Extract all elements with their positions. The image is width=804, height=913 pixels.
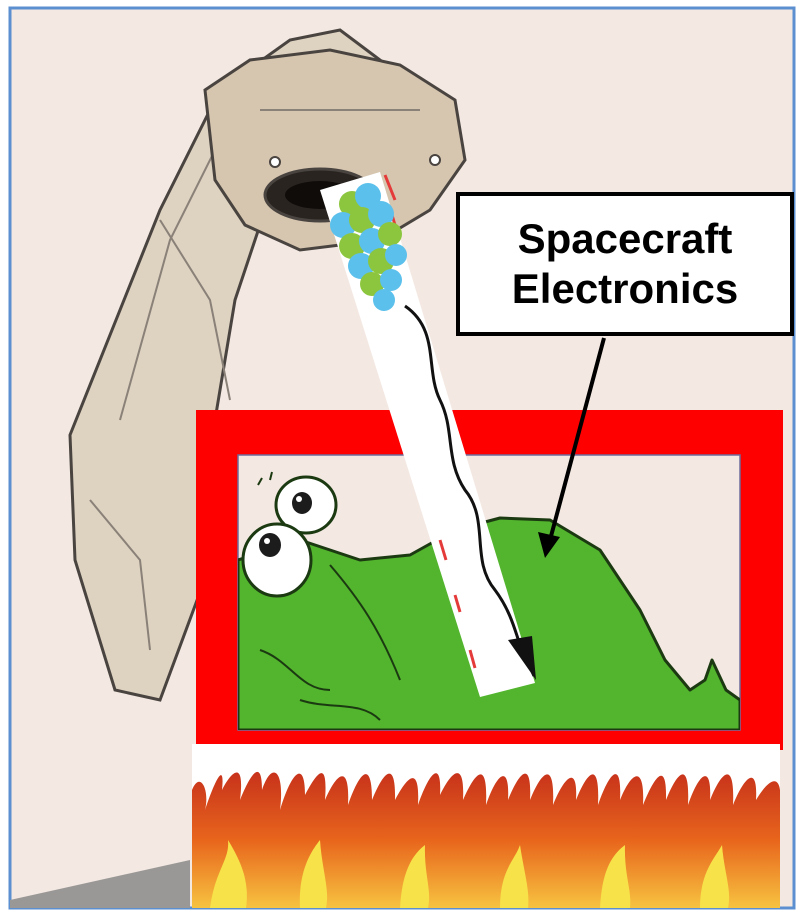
callout-line-1: Spacecraft [512, 214, 738, 264]
callout-line-2: Electronics [512, 264, 738, 314]
callout-label: Spacecraft Electronics [512, 214, 738, 314]
callout-box: Spacecraft Electronics [456, 192, 794, 336]
frog-eye [243, 524, 311, 596]
fire-icon [192, 744, 780, 908]
